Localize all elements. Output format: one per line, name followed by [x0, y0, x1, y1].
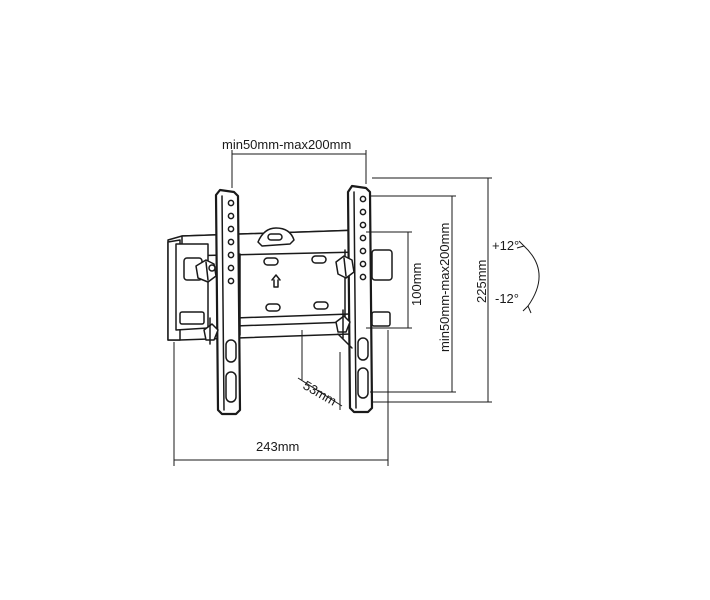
dim-depth: 53mm — [297, 330, 343, 410]
dim-inner-height: 100mm — [366, 231, 424, 329]
tilt-indicator: +12° -12° — [492, 238, 540, 314]
tilt-up-label: +12° — [492, 238, 519, 253]
left-arm — [195, 188, 242, 416]
dim-depth-label: 53mm — [301, 378, 340, 409]
right-arm — [335, 184, 393, 414]
left-side-block — [167, 239, 209, 341]
dim-right-vesa-label: min50mm-max200mm — [437, 223, 452, 352]
dim-inner-height-label: 100mm — [409, 263, 424, 306]
dim-total-height-label: 225mm — [474, 260, 489, 303]
dim-total-width-label: 243mm — [256, 439, 299, 454]
dim-top-vesa-label: min50mm-max200mm — [222, 137, 351, 152]
dim-right-vesa: min50mm-max200mm — [370, 195, 456, 393]
dim-total-width: 243mm — [173, 330, 389, 466]
dim-top-vesa: min50mm-max200mm — [222, 137, 367, 188]
dim-total-height: 225mm — [372, 177, 492, 403]
tilt-down-label: -12° — [495, 291, 519, 306]
